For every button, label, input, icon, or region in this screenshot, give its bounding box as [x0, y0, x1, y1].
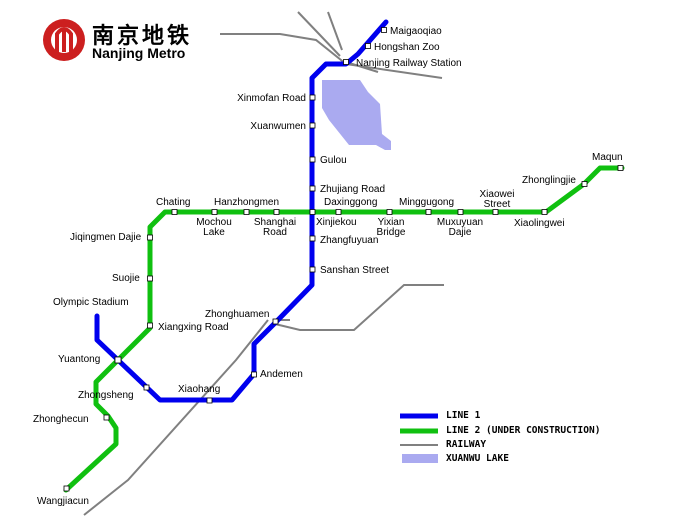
line-1: [94, 19, 389, 403]
station-label-andemen[interactable]: Andemen: [260, 369, 303, 380]
station-label-hongshan-zoo[interactable]: Hongshan Zoo: [374, 42, 440, 53]
station-label-xinmofan-road[interactable]: Xinmofan Road: [237, 93, 306, 104]
station-label-zhujiang-road[interactable]: Zhujiang Road: [320, 184, 386, 195]
station-label-sanshan-street[interactable]: Sanshan Street: [320, 265, 389, 276]
xuanwu-lake: [322, 80, 391, 150]
legend-lake-label: XUANWU LAKE: [446, 453, 509, 464]
station-label-suojie[interactable]: Suojie: [112, 273, 140, 284]
station-markers: [63, 27, 624, 492]
station-label-nanjing-railway-station[interactable]: Nanjing Railway Station: [356, 58, 462, 69]
logo-chinese-name: 南京地铁: [92, 24, 193, 49]
station-label-zhongsheng[interactable]: Zhongsheng: [78, 390, 134, 401]
station-label-minggugong[interactable]: Minggugong: [399, 197, 455, 208]
station-label-zhangfuyuan[interactable]: Zhangfuyuan: [320, 235, 379, 246]
station-label-zhonglingjie[interactable]: Zhonglingjie: [522, 175, 576, 186]
station-label-hanzhongmen[interactable]: Hanzhongmen: [214, 197, 280, 208]
station-label-olympic-stadium[interactable]: Olympic Stadium: [53, 297, 129, 308]
railway-lines: [83, 11, 444, 516]
station-label-shanghai-road[interactable]: Shanghai Road: [253, 217, 297, 238]
station-label-xuanwumen[interactable]: Xuanwumen: [250, 121, 306, 132]
station-label-jiqingmen-dajie[interactable]: Jiqingmen Dajie: [70, 232, 142, 243]
station-label-maigaoqiao[interactable]: Maigaoqiao: [390, 26, 442, 37]
station-label-muxuyuan-dajie[interactable]: Muxuyuan Dajie: [436, 217, 484, 238]
station-label-xiangxing-road[interactable]: Xiangxing Road: [158, 322, 229, 333]
station-label-xiaowei-street[interactable]: Xiaowei Street: [479, 189, 515, 210]
station-label-yixian-bridge[interactable]: Yixian Bridge: [376, 217, 406, 238]
legend-railway-label: RAILWAY: [446, 439, 487, 450]
station-label-mochou-lake[interactable]: Mochou Lake: [196, 217, 232, 238]
station-label-yuantong[interactable]: Yuantong: [58, 354, 101, 365]
legend-swatches: [400, 413, 438, 463]
station-label-daxinggong[interactable]: Daxinggong: [324, 197, 378, 208]
station-label-xiaohang[interactable]: Xiaohang: [178, 384, 221, 395]
station-label-gulou[interactable]: Gulou: [320, 155, 347, 166]
logo-emblem: [43, 19, 85, 61]
station-label-xiaolingwei[interactable]: Xiaolingwei: [514, 218, 565, 229]
station-label-zhonghuamen[interactable]: Zhonghuamen: [205, 309, 270, 320]
legend-line1-label: LINE 1: [446, 410, 481, 421]
station-label-zhonghecun[interactable]: Zhonghecun: [33, 414, 89, 425]
legend-line2-label: LINE 2 (UNDER CONSTRUCTION): [446, 425, 601, 436]
station-label-wangjiacun[interactable]: Wangjiacun: [37, 496, 89, 507]
station-label-xinjiekou[interactable]: Xinjiekou: [316, 217, 357, 228]
station-label-maqun[interactable]: Maqun: [592, 152, 623, 163]
station-label-chating[interactable]: Chating: [156, 197, 191, 208]
logo-english-name: Nanjing Metro: [92, 45, 186, 61]
